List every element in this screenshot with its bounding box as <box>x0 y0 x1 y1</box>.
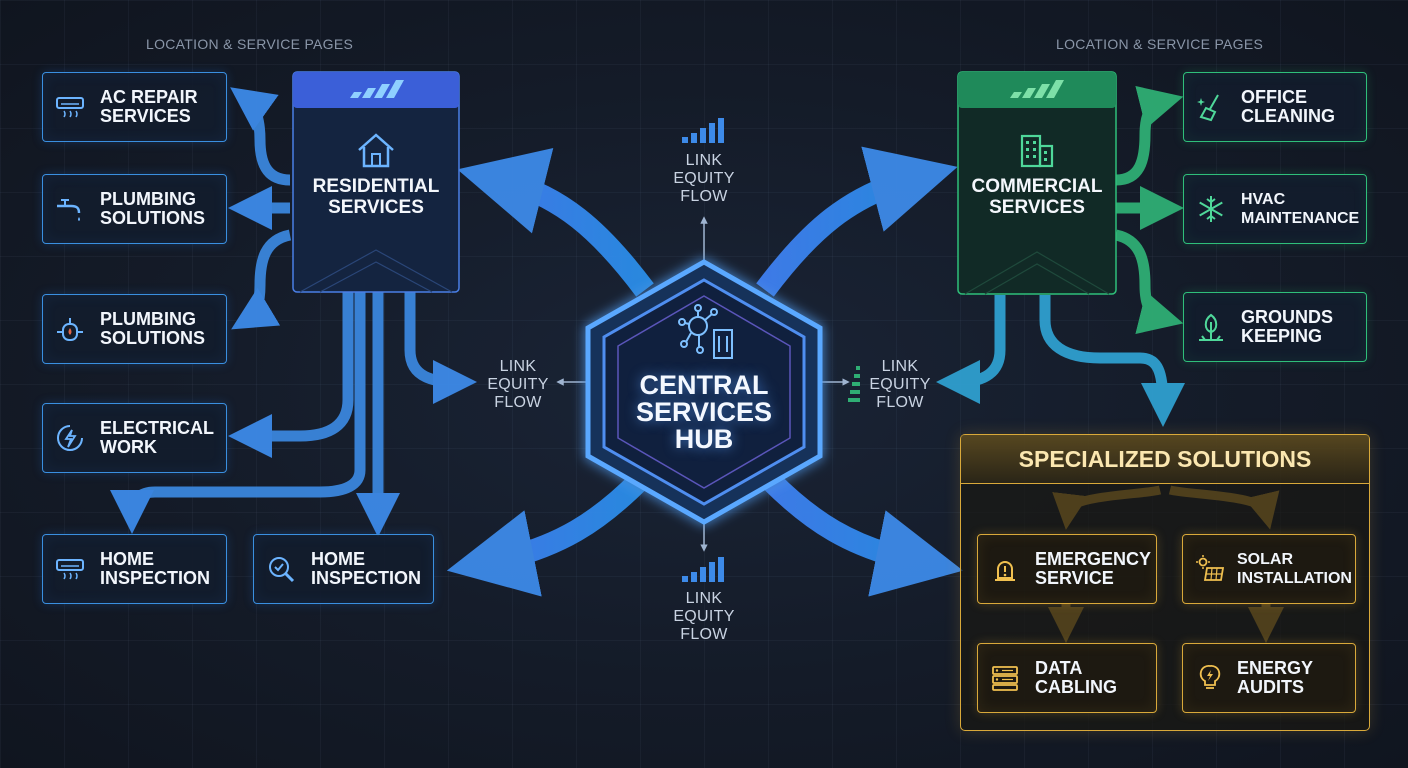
house-icon <box>358 133 394 168</box>
flow-label-line3: FLOW <box>680 188 728 205</box>
siren-icon <box>995 561 1015 581</box>
label-line2: SOLUTIONS <box>100 328 206 348</box>
label-line1: GROUNDS <box>1241 307 1334 327</box>
commercial-services-card[interactable]: COMMERCIAL SERVICES <box>958 72 1116 294</box>
hub-line2: SERVICES <box>635 397 773 427</box>
solar-panel-icon <box>1196 555 1225 581</box>
label-line1: AC REPAIR <box>100 87 198 107</box>
residential-title-line2: SERVICES <box>328 197 424 218</box>
air-conditioner-icon <box>56 559 84 580</box>
label-line2: SERVICE <box>1035 568 1114 588</box>
commercial-title-line2: SERVICES <box>989 197 1085 218</box>
link-equity-flow-bottom: LINK EQUITY FLOW <box>664 590 744 644</box>
hub-line1: CENTRAL <box>639 370 769 400</box>
label-line2: INSTALLATION <box>1237 570 1352 587</box>
right-section-label: LOCATION & SERVICE PAGES <box>1056 36 1264 52</box>
flow-label-line3: FLOW <box>876 394 924 411</box>
label-line2: CABLING <box>1035 677 1117 697</box>
label-line2: AUDITS <box>1237 677 1304 697</box>
magnifier-check-icon <box>269 557 295 583</box>
label-line1: HOME <box>100 549 154 569</box>
label-line2: INSPECTION <box>100 568 211 588</box>
commercial-title: COMMERCIAL SERVICES <box>958 176 1116 218</box>
flow-label-line2: EQUITY <box>673 170 735 187</box>
link-equity-flow-left: LINK EQUITY FLOW <box>478 358 558 412</box>
residential-title-line1: RESIDENTIAL <box>312 176 440 197</box>
water-heater-icon <box>57 318 83 341</box>
label-line2: CLEANING <box>1241 106 1335 126</box>
service-card-hvac-maintenance[interactable]: HVAC MAINTENANCE <box>1183 174 1367 244</box>
label-line2: SERVICES <box>100 106 191 126</box>
flow-label-line1: LINK <box>685 152 723 169</box>
flow-label-line3: FLOW <box>680 626 728 643</box>
service-card-solar-installation[interactable]: SOLAR INSTALLATION <box>1182 534 1356 604</box>
flow-label-line3: FLOW <box>494 394 542 411</box>
service-label: HVAC MAINTENANCE <box>1241 190 1359 228</box>
faucet-icon <box>57 199 81 221</box>
label-line1: HVAC <box>1241 191 1286 208</box>
label-line2: SOLUTIONS <box>100 208 206 228</box>
label-line1: OFFICE <box>1241 87 1307 107</box>
flow-label-line1: LINK <box>499 358 537 375</box>
specialized-solutions-title: SPECIALIZED SOLUTIONS <box>961 435 1369 484</box>
link-equity-flow-top: LINK EQUITY FLOW <box>664 152 744 206</box>
label-line1: ELECTRICAL <box>100 418 214 438</box>
electric-bolt-icon <box>57 425 83 451</box>
flow-label-line2: EQUITY <box>869 376 931 393</box>
label-line1: EMERGENCY <box>1035 549 1152 569</box>
central-services-hub[interactable]: CENTRAL SERVICES HUB <box>604 372 804 453</box>
flow-label-line2: EQUITY <box>673 608 735 625</box>
broom-sparkle-icon <box>1197 94 1219 122</box>
label-line1: ENERGY <box>1237 658 1314 678</box>
label-line1: DATA <box>1035 658 1083 678</box>
residential-services-card[interactable]: RESIDENTIAL SERVICES <box>293 72 459 292</box>
network-building-icon <box>678 304 733 359</box>
flow-label-line1: LINK <box>881 358 919 375</box>
air-conditioner-icon <box>56 97 84 118</box>
snowflake-icon <box>1199 196 1223 222</box>
lightbulb-icon <box>1199 665 1221 689</box>
label-line1: HOME <box>311 549 365 569</box>
label-line1: PLUMBING <box>100 189 196 209</box>
label-line2: WORK <box>100 437 157 457</box>
commercial-title-line1: COMMERCIAL <box>971 176 1103 197</box>
server-icon <box>992 666 1018 691</box>
link-equity-flow-right: LINK EQUITY FLOW <box>860 358 940 412</box>
tree-icon <box>1199 313 1223 341</box>
label-line2: INSPECTION <box>311 568 422 588</box>
service-label: SOLAR INSTALLATION <box>1237 550 1352 588</box>
label-line2: MAINTENANCE <box>1241 210 1360 227</box>
label-line1: SOLAR <box>1237 551 1293 568</box>
label-line1: PLUMBING <box>100 309 196 329</box>
left-section-label: LOCATION & SERVICE PAGES <box>146 36 354 52</box>
flow-label-line1: LINK <box>685 590 723 607</box>
residential-title: RESIDENTIAL SERVICES <box>293 176 459 218</box>
label-line2: KEEPING <box>1241 326 1323 346</box>
flow-label-line2: EQUITY <box>487 376 549 393</box>
hub-line3: HUB <box>674 424 734 454</box>
office-building-icon <box>1020 134 1054 168</box>
